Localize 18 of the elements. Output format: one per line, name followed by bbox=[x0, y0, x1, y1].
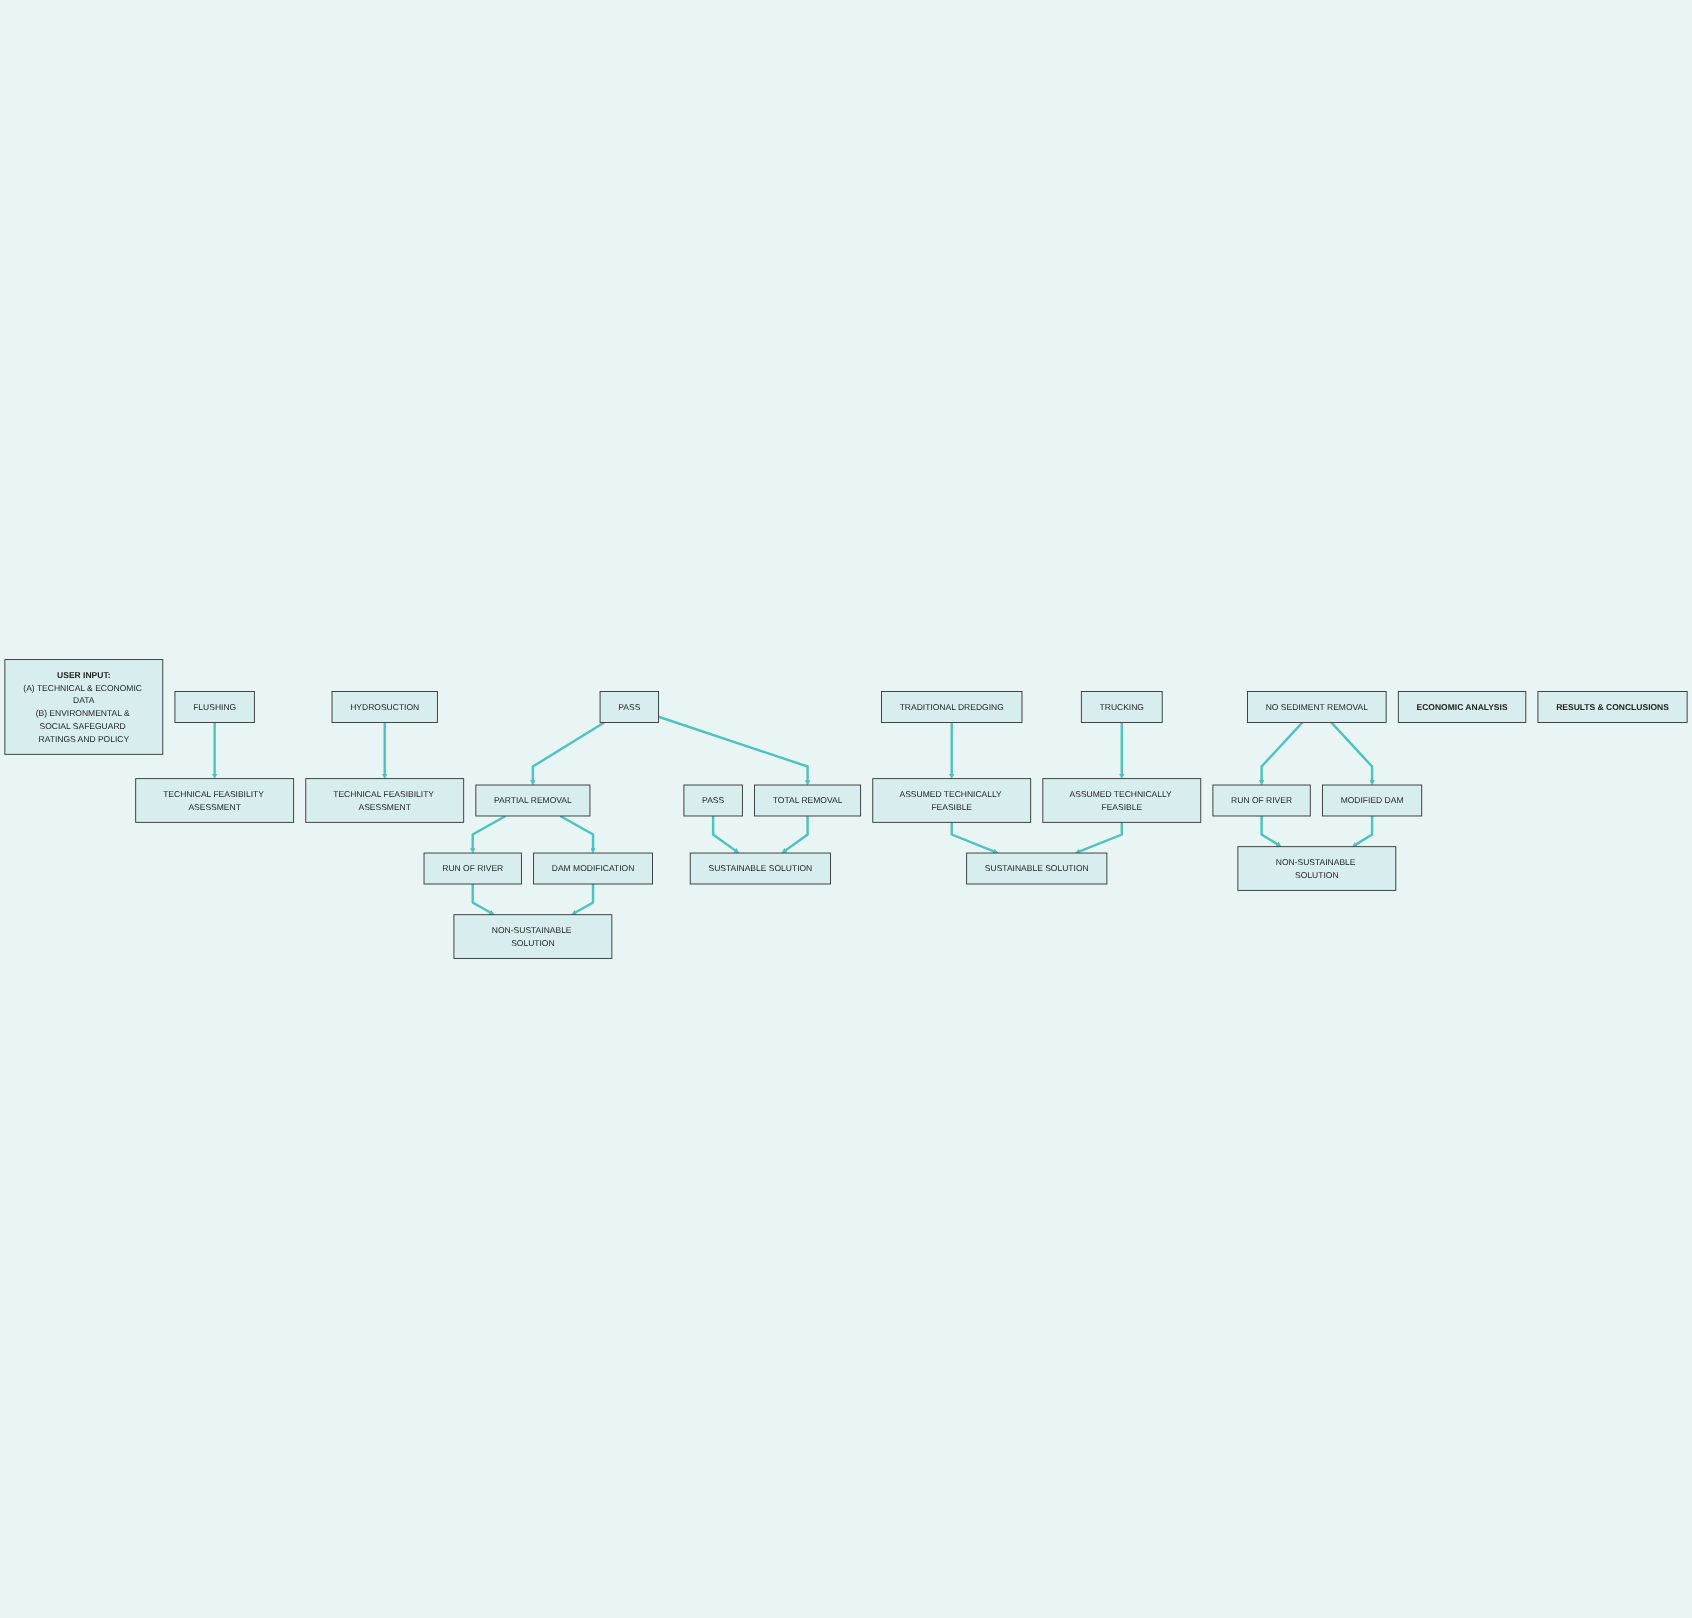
arrow bbox=[571, 884, 595, 915]
arrow bbox=[471, 884, 495, 915]
arrow bbox=[1330, 721, 1375, 786]
arrow bbox=[559, 814, 596, 854]
arrow bbox=[711, 816, 740, 854]
arrow bbox=[382, 722, 388, 779]
arrow bbox=[658, 715, 811, 786]
arrow bbox=[1352, 816, 1374, 847]
arrow bbox=[470, 814, 507, 854]
arrow bbox=[530, 721, 605, 786]
arrow bbox=[949, 722, 955, 779]
arrow bbox=[212, 722, 218, 779]
arrow bbox=[1075, 822, 1123, 854]
arrow bbox=[950, 822, 999, 854]
arrow bbox=[1119, 722, 1125, 779]
arrow bbox=[781, 816, 809, 854]
arrow bbox=[1260, 816, 1282, 847]
arrow bbox=[1258, 721, 1304, 786]
